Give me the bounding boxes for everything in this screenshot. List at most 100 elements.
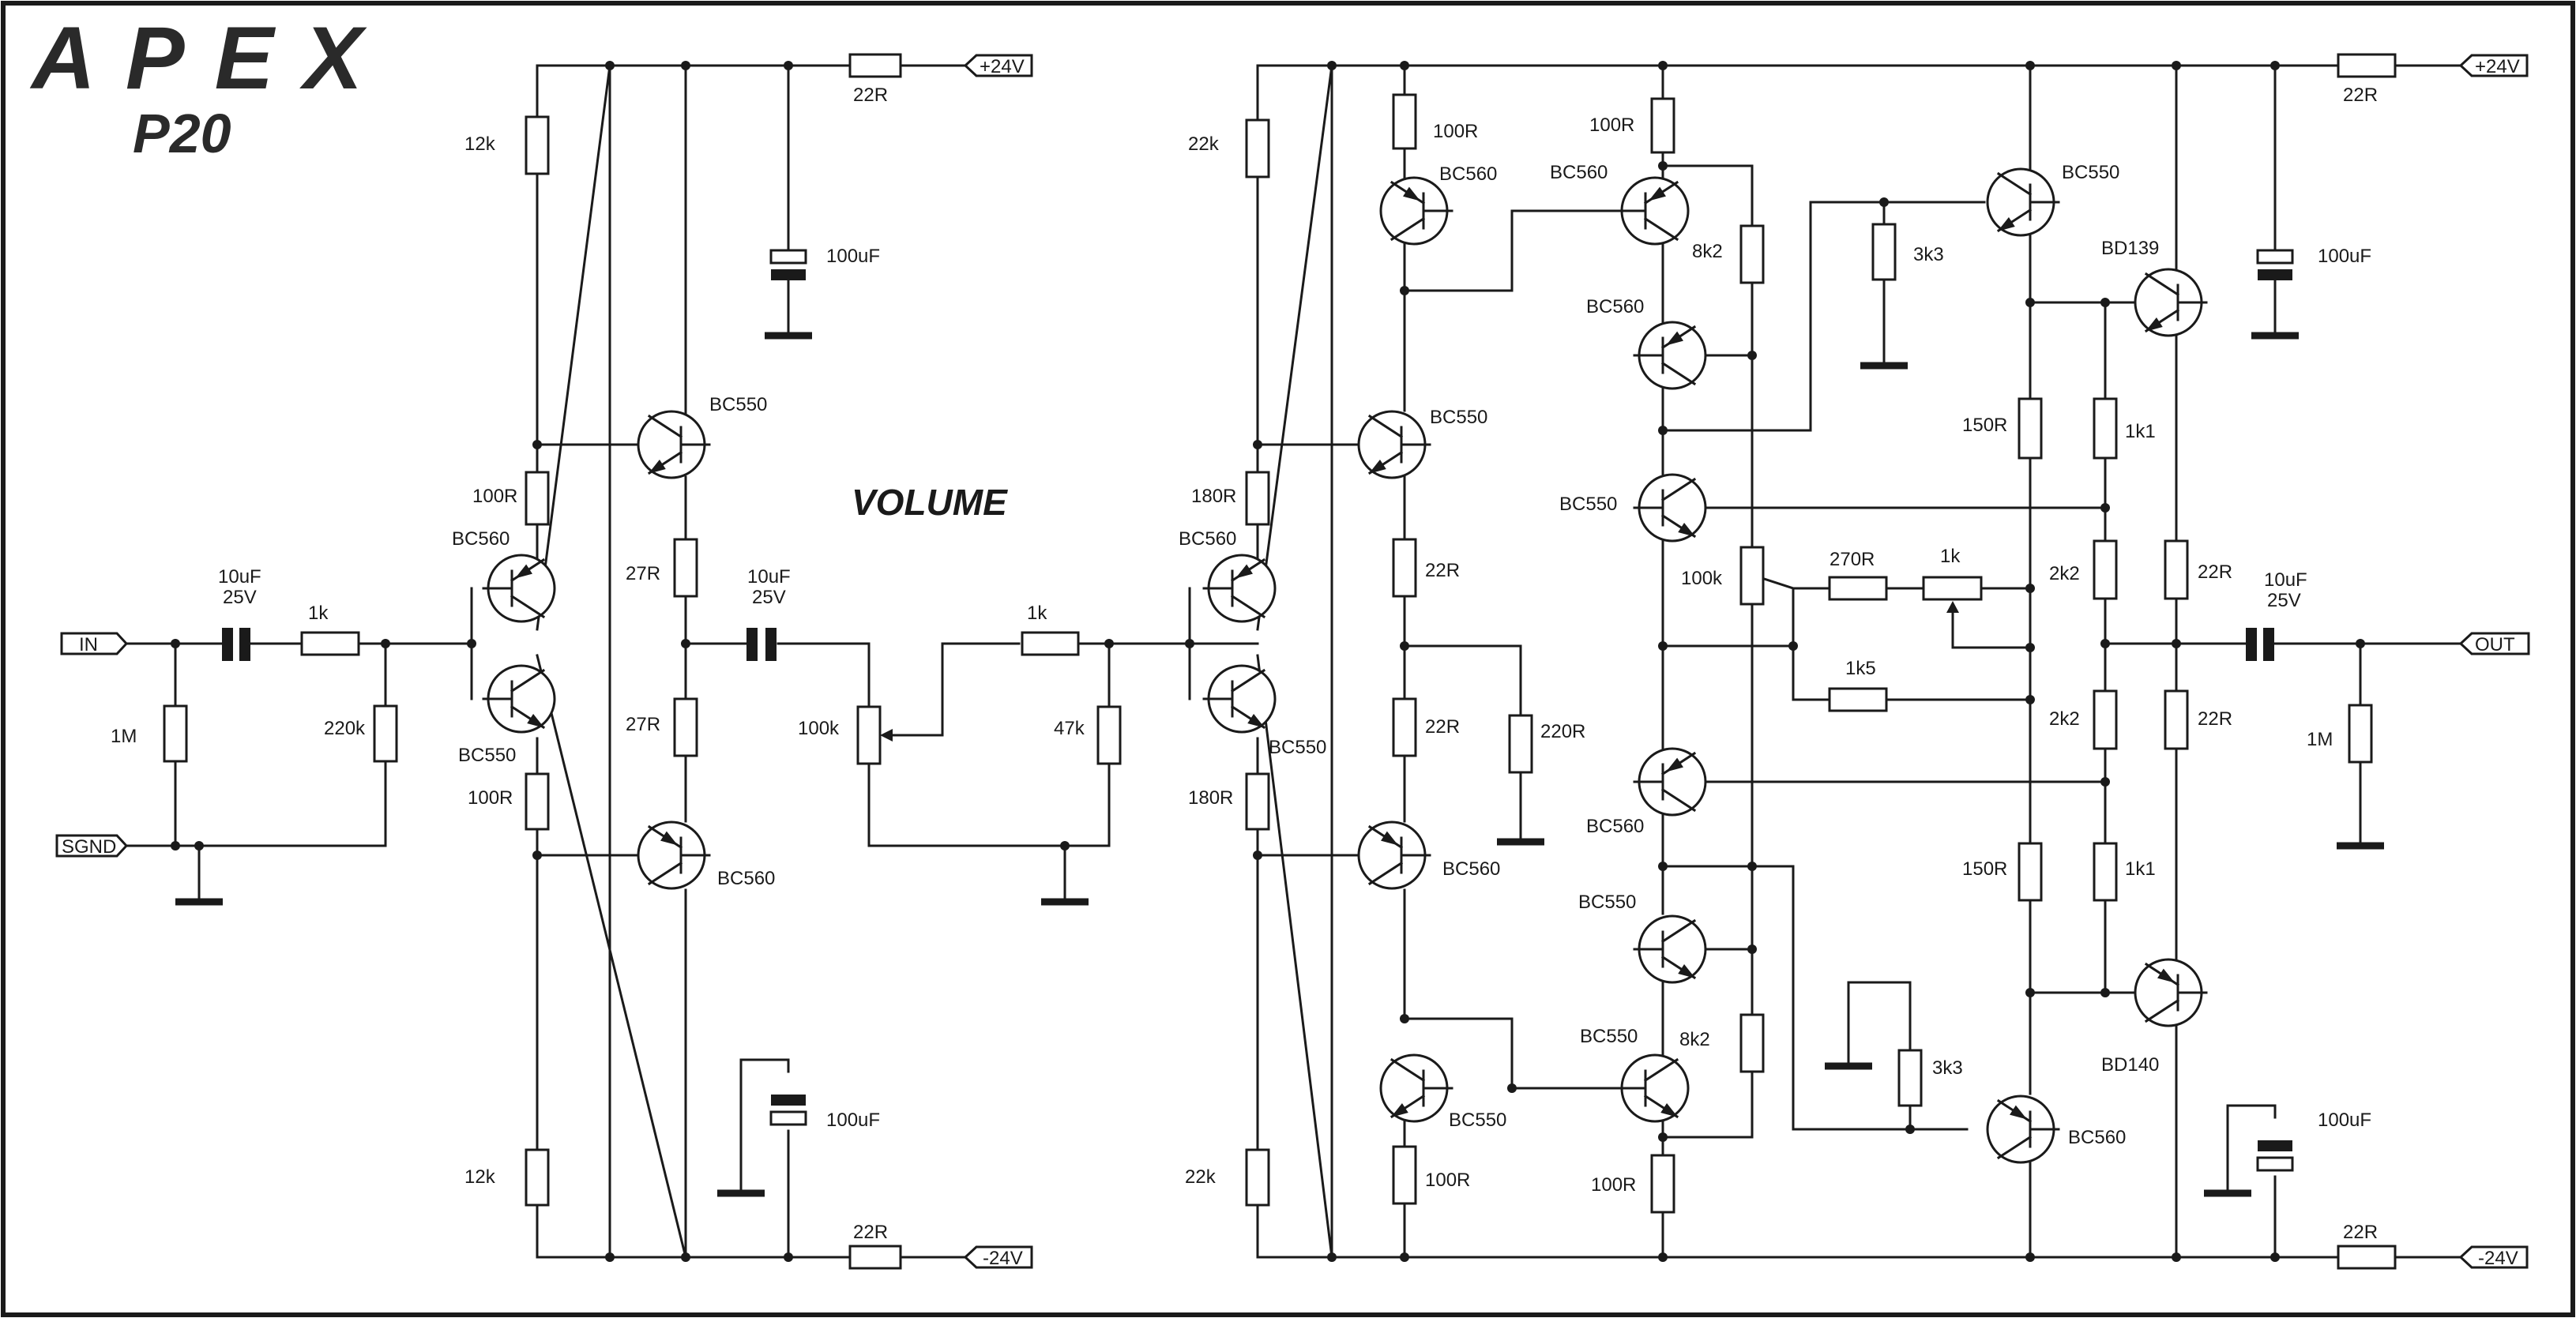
resistor-100k: 100k (1681, 546, 1765, 606)
svg-text:22R: 22R (2198, 561, 2232, 583)
svg-text:100k: 100k (798, 718, 840, 739)
q-pre-in-bot-transistor (482, 664, 556, 734)
resistor-amp-mid-bot: 180R (1188, 772, 1270, 831)
resistor-pre-mid-bot: 100R (468, 772, 550, 831)
svg-text:1M: 1M (111, 726, 137, 747)
resistor-vas-bot: 22R (1392, 697, 1460, 757)
q-mid-bot-transistor (1633, 747, 1707, 817)
resistor-3k3-top: 3k3 (1871, 223, 1944, 281)
svg-text:100uF: 100uF (826, 246, 880, 267)
q-mirror-br-label: BC550 (1580, 1026, 1638, 1047)
svg-text:3k3: 3k3 (1913, 244, 1944, 265)
resistor-270: 270R (1828, 549, 1888, 601)
svg-text:8k2: 8k2 (1692, 241, 1723, 262)
svg-text:27R: 27R (626, 563, 660, 584)
transistors (482, 167, 2208, 1164)
svg-text:100R: 100R (1425, 1170, 1470, 1191)
resistor-out-bot: 22R (2164, 689, 2232, 750)
svg-text:12k: 12k (464, 1166, 496, 1188)
resistor-8k2-bot: 8k2 (1679, 1013, 1765, 1073)
resistor-150-top: 150R (1962, 397, 2043, 460)
svg-text:25V: 25V (752, 587, 786, 608)
capacitor-pre-out: 10uF 25V (746, 566, 791, 661)
svg-text:1k5: 1k5 (1845, 658, 1876, 679)
volume-label: VOLUME (852, 482, 1008, 523)
resistor-1k1-top: 1k1 (2093, 397, 2156, 460)
svg-text:27R: 27R (626, 714, 660, 735)
svg-text:220R: 220R (1540, 721, 1585, 742)
resistor-mirror-bl: 100R (1392, 1145, 1470, 1205)
svg-text:2k2: 2k2 (2049, 708, 2080, 730)
q-pre-drv-top-transistor (637, 410, 711, 479)
transistor-labels: BC560 BC550 BC550 BC560 BC560 BC550 BC55… (452, 162, 2159, 1148)
svg-text:220k: 220k (324, 718, 366, 739)
q-vas-bot-transistor (1357, 820, 1431, 890)
resistor-in-shunt: 1M (111, 704, 188, 763)
svg-text:-24V: -24V (983, 1248, 1023, 1269)
resistor-pre-top: 12k (464, 115, 550, 175)
q-mirror-bl-transistor (1379, 1053, 1453, 1123)
q-out-top-transistor (2134, 268, 2208, 337)
resistor-mirror-tl: 100R (1392, 93, 1478, 150)
q-mid-top-label: BC550 (1559, 494, 1617, 515)
q-mirror-tl-label: BC560 (1439, 163, 1497, 185)
svg-text:1k1: 1k1 (2125, 421, 2156, 442)
resistor-pre-emit-top: 27R (626, 538, 698, 598)
resistor-pre-rail-bot: 22R (848, 1222, 902, 1270)
q-cs-top-label: BC560 (1586, 296, 1644, 317)
resistor-vol-shunt: 47k (1054, 705, 1122, 765)
svg-text:8k2: 8k2 (1679, 1029, 1710, 1050)
bias-potentiometer[interactable]: 1k (1922, 546, 1983, 613)
capacitor-amp-out: 10uF 25V (2246, 569, 2307, 661)
resistor-amp-bot: 22k (1185, 1148, 1270, 1207)
resistor-in-bias: 220k (324, 704, 398, 763)
q-out-bot-label: BD140 (2101, 1054, 2159, 1076)
svg-text:OUT: OUT (2475, 634, 2515, 655)
svg-text:100uF: 100uF (2318, 1110, 2371, 1131)
q-drv-bot-transistor (1986, 1095, 2060, 1164)
port-vpos-pre: +24V (963, 54, 1033, 77)
svg-text:25V: 25V (223, 587, 257, 608)
svg-text:+24V: +24V (980, 56, 1025, 77)
ground-symbols (175, 332, 2384, 1197)
svg-text:22R: 22R (2343, 84, 2378, 106)
resistor-load: 1M (2307, 704, 2373, 764)
resistor-vas-top: 22R (1392, 538, 1460, 598)
resistor-out-top: 22R (2164, 539, 2232, 600)
svg-text:+24V: +24V (2475, 56, 2520, 77)
q-pre-drv-bot-label: BC560 (717, 868, 775, 889)
q-mirror-br-transistor (1615, 1053, 1690, 1123)
q-drv-top-label: BC550 (2062, 162, 2119, 183)
svg-text:22R: 22R (2343, 1222, 2378, 1243)
svg-text:100R: 100R (1591, 1174, 1636, 1196)
q-pre-in-bot-label: BC550 (458, 745, 516, 766)
svg-text:1k: 1k (308, 603, 329, 624)
svg-text:-24V: -24V (2478, 1248, 2518, 1269)
brand-model: P20 (133, 103, 231, 164)
svg-text:IN: IN (79, 634, 98, 655)
q-cs-bot-label: BC550 (1578, 892, 1636, 913)
svg-text:100R: 100R (472, 486, 517, 507)
resistor-1k1-bot: 1k1 (2093, 842, 2156, 902)
svg-text:1k: 1k (1940, 546, 1961, 567)
brand-logo: APEX (29, 9, 393, 107)
q-mid-top-transistor (1633, 473, 1707, 543)
svg-text:100uF: 100uF (826, 1110, 880, 1131)
resistor-pre-rail-top: 22R (848, 53, 902, 106)
svg-text:100R: 100R (468, 787, 513, 809)
q-cs-top-transistor (1633, 321, 1707, 390)
resistor-amp-top: 22k (1188, 118, 1270, 178)
svg-text:3k3: 3k3 (1932, 1057, 1963, 1079)
q-mirror-tl-transistor (1379, 176, 1453, 246)
svg-text:25V: 25V (2267, 590, 2301, 611)
capacitor-pre-rail-top: 100uF (769, 246, 880, 280)
port-vneg-amp: -24V (2458, 1245, 2529, 1269)
svg-text:22R: 22R (853, 84, 888, 106)
volume-potentiometer[interactable]: 100k (798, 705, 944, 765)
resistor-vol-series: 1k (1021, 603, 1080, 656)
q-pre-in-top-transistor (482, 554, 556, 623)
resistor-amp-mid-top: 180R (1191, 471, 1270, 526)
q-amp-in-top-label: BC560 (1179, 528, 1236, 550)
